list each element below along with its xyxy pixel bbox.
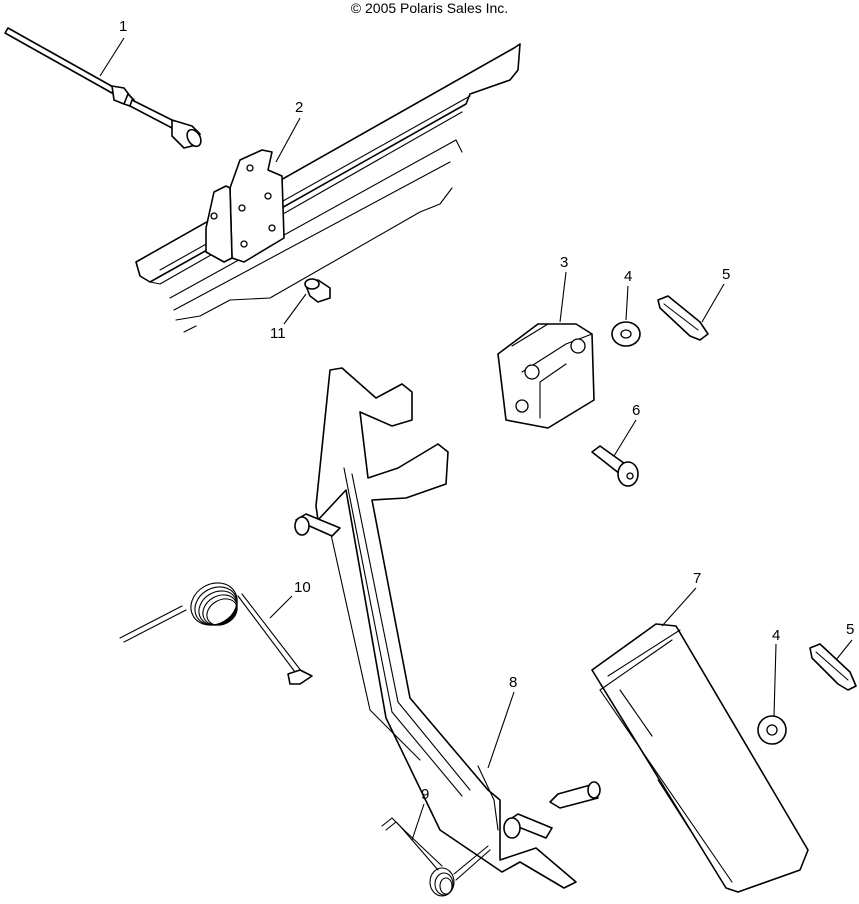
- callout-6: 6: [632, 402, 641, 419]
- callout-5-upper: 5: [722, 266, 731, 283]
- callout-10: 10: [294, 579, 311, 596]
- leader-lines: [99, 37, 853, 841]
- callout-2: 2: [295, 99, 304, 116]
- part-7-pedal-pad: [591, 623, 809, 893]
- part-11-bushing: [304, 278, 331, 303]
- part-5-clip-lower: [809, 643, 857, 691]
- callout-5-lower: 5: [846, 621, 855, 638]
- part-4-washer-lower: [757, 715, 787, 745]
- part-2-bracket: [205, 149, 285, 263]
- part-6-bolt: [591, 445, 639, 487]
- callout-7: 7: [693, 570, 702, 587]
- part-5-clip-upper: [657, 295, 709, 341]
- callout-4-upper: 4: [624, 268, 633, 285]
- part-8-pedal-arm: [294, 367, 601, 889]
- callout-3: 3: [560, 254, 569, 271]
- callout-9: 9: [421, 786, 430, 803]
- part-4-washer-upper: [611, 321, 641, 347]
- part-1-cable-rod: [4, 27, 202, 149]
- part-10-torsion-spring: [119, 582, 313, 685]
- callout-8: 8: [509, 674, 518, 691]
- callout-11: 11: [270, 325, 286, 342]
- callout-4-lower: 4: [772, 627, 781, 644]
- copyright-text: © 2005 Polaris Sales Inc.: [350, 0, 509, 16]
- part-9-return-spring: [381, 817, 491, 897]
- callout-1: 1: [119, 18, 128, 35]
- part-3-master-cylinder: [497, 323, 595, 429]
